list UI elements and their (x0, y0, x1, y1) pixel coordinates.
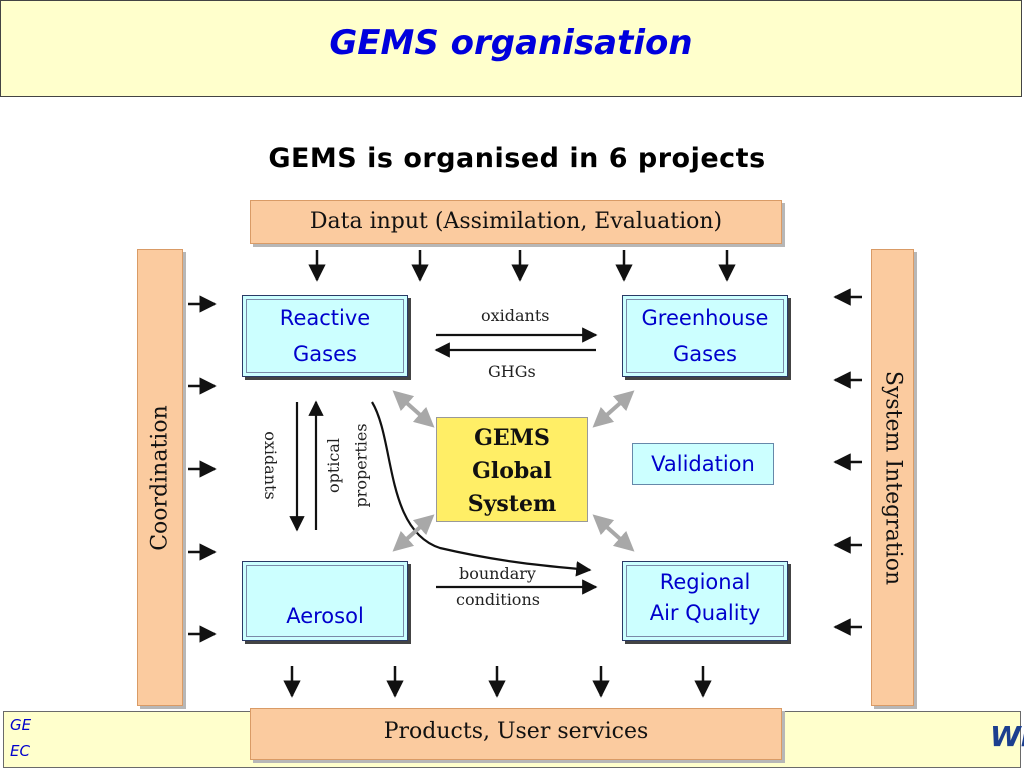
regional-air-quality-box: Regional Air Quality (622, 561, 788, 641)
integration-arrows (833, 288, 862, 636)
gems-core-label-2: Global (472, 458, 552, 484)
greenhouse-gases-box: Greenhouse Gases (622, 295, 788, 377)
aerosol-label: Aerosol (286, 604, 364, 628)
grey-arrow-se (592, 514, 635, 552)
reactive-gases-label-2: Gases (293, 342, 357, 366)
greenhouse-gases-label-1: Greenhouse (641, 306, 769, 330)
output-arrows (283, 666, 712, 698)
products-label: Products, User services (383, 719, 649, 744)
gems-core-label-1: GEMS (474, 425, 550, 451)
footer-text-line1: GE (10, 716, 32, 734)
coordination-arrows (188, 295, 217, 643)
ghgs-flow-label: GHGs (488, 362, 536, 381)
reactive-gases-box: Reactive Gases (242, 295, 408, 377)
system-integration-band: System Integration (871, 249, 914, 706)
grey-arrow-sw (392, 514, 435, 552)
footer-text-line2: EC (10, 742, 30, 760)
boundary-flow-label: boundary (459, 564, 536, 583)
data-input-label: Data input (Assimilation, Evaluation) (309, 209, 723, 234)
gems-core-label-3: System (467, 491, 557, 517)
gems-global-system-box: GEMS Global System (436, 417, 588, 522)
conditions-flow-label: conditions (456, 590, 540, 609)
oxidants-flow-label: oxidants (481, 306, 550, 325)
curved-flow-arrow (371, 401, 592, 577)
grey-arrow-nw (392, 390, 435, 428)
title-bar: GEMS organisation (0, 0, 1022, 97)
greenhouse-gases-label-2: Gases (673, 342, 737, 366)
page-title: GEMS organisation (329, 23, 693, 63)
products-band: Products, User services (250, 708, 782, 760)
aerosol-box: Aerosol (242, 561, 408, 641)
grey-arrow-ne (592, 390, 635, 428)
coordination-band: Coordination (137, 249, 183, 706)
ecmwf-logo: WF (990, 720, 1024, 753)
input-arrows (308, 250, 736, 282)
regional-air-quality-label-1: Regional (659, 570, 751, 594)
regional-air-quality-label-2: Air Quality (649, 601, 761, 625)
data-input-band: Data input (Assimilation, Evaluation) (250, 200, 782, 244)
reactive-gases-label-1: Reactive (279, 306, 371, 330)
subtitle: GEMS is organised in 6 projects (268, 143, 766, 174)
validation-box: Validation (632, 443, 774, 485)
